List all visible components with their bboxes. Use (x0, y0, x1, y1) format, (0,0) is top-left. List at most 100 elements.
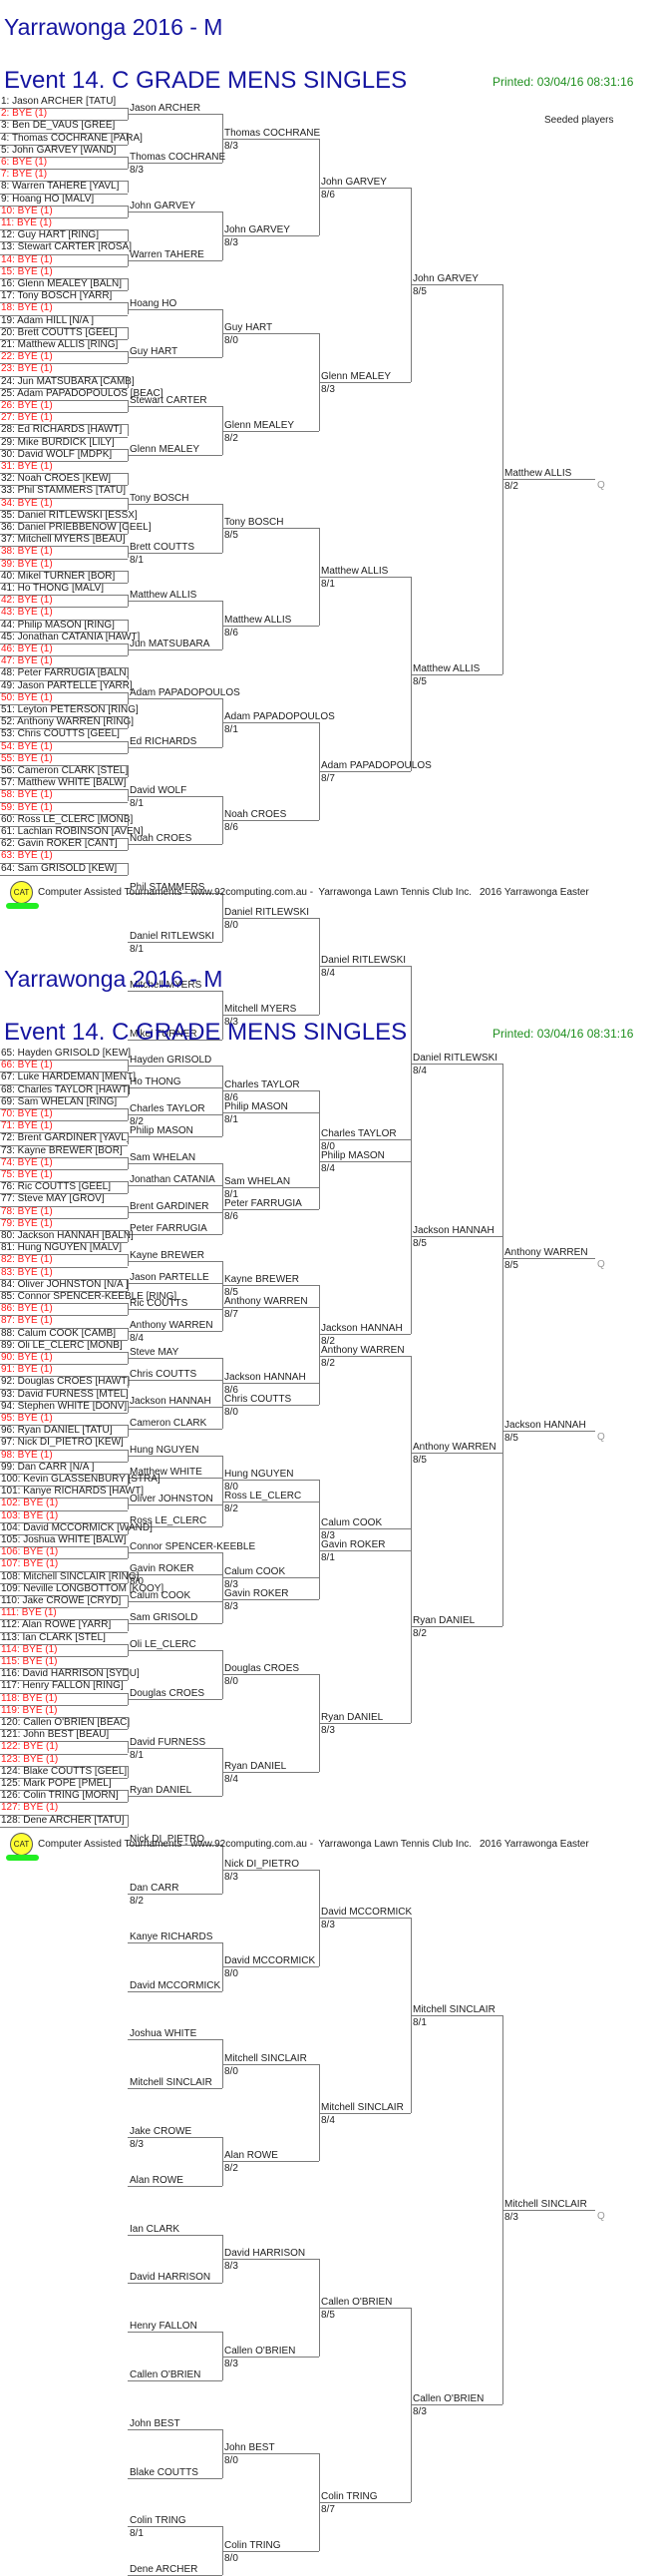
bracket-line (0, 1072, 128, 1073)
match-score: 8/1 (130, 2528, 144, 2539)
bracket-line (0, 1084, 128, 1085)
bracket-line (319, 1356, 411, 1357)
bracket-line (222, 1405, 319, 1406)
draw-entry: 8: Warren TAHERE [YAVL] (1, 181, 120, 193)
match-winner: Mikel TURNER (130, 1029, 197, 1040)
draw-entry: 29: Mike BURDICK [LILY] (1, 436, 115, 448)
bracket-line (0, 498, 128, 499)
bracket-line (222, 1015, 319, 1016)
bracket-line (0, 1352, 128, 1353)
bracket-line (0, 1534, 128, 1535)
draw-entry: 109: Neville LONGBOTTOM [KOOY] (1, 1582, 165, 1594)
match-winner: John GARVEY (413, 273, 479, 284)
draw-entry: 121: John BEST [BEAU] (1, 1729, 110, 1741)
draw-entry: 44: Philip MASON [RING] (1, 619, 115, 631)
draw-entry: 51: Leyton PETERSON [RING] (1, 704, 139, 715)
draw-entry: 94: Stephen WHITE [DONV] (1, 1400, 128, 1412)
draw-entry: 117: Henry FALLON [RING] (1, 1680, 124, 1692)
bracket-line (0, 1242, 128, 1243)
draw-entry: 96: Ryan DANIEL [TATU] (1, 1425, 113, 1437)
draw-entry: 68: Charles TAYLOR [HAWT] (1, 1083, 131, 1095)
match-winner: Anthony WARREN (504, 1247, 588, 1258)
bracket-line (0, 1498, 128, 1499)
bracket-line (0, 485, 128, 486)
draw-entry: 76: Ric COUTTS [GEEL] (1, 1181, 112, 1193)
bracket-line (128, 1526, 222, 1527)
match-winner: Ric COUTTS (130, 1298, 188, 1309)
bracket-line (0, 692, 128, 693)
draw-entry: 26: BYE (1) (1, 400, 53, 411)
bracket-line (411, 1064, 502, 1065)
match-winner: Daniel RITLEWSKI (224, 907, 310, 918)
tournament-title: Yarrawonga 2016 - M (4, 14, 223, 40)
bracket-line (0, 412, 128, 413)
bracket-line (0, 424, 128, 425)
bracket-line (0, 376, 128, 377)
match-winner: Steve MAY (130, 1347, 179, 1358)
bracket-line (0, 1254, 128, 1255)
match-winner: Tony BOSCH (130, 493, 189, 504)
bracket-line (0, 1486, 128, 1487)
draw-entry: 31: BYE (1) (1, 461, 53, 472)
match-score: 8/0 (224, 2553, 238, 2564)
draw-entry: 89: Oli LE_CLERC [MONB] (1, 1339, 123, 1351)
bracket-line (0, 302, 128, 303)
match-winner: David HARRISON (130, 2272, 211, 2283)
draw-entry: 1: Jason ARCHER [TATU] (1, 96, 117, 107)
draw-entry: 12: Guy HART [RING] (1, 229, 99, 241)
bracket-line (0, 1595, 128, 1596)
bracket-line (128, 1136, 222, 1137)
draw-entry: 2: BYE (1) (1, 108, 48, 120)
match-winner: Peter FARRUGIA (224, 1198, 302, 1209)
match-score: 8/3 (321, 384, 335, 395)
bracket-line (128, 406, 222, 407)
match-score: 8/5 (321, 2310, 335, 2321)
match-winner: Douglas CROES (130, 1688, 205, 1699)
match-winner: Joshua WHITE (130, 2028, 197, 2039)
match-winner: Sam WHELAN (130, 1152, 196, 1163)
draw-entry: 47: BYE (1) (1, 655, 53, 667)
bracket-line (128, 278, 129, 290)
bracket-line (128, 2186, 222, 2187)
bracket-line (128, 2088, 222, 2089)
cat-logo-base (6, 1855, 39, 1861)
bracket-line (0, 290, 128, 291)
match-winner: Gavin ROKER (224, 1588, 289, 1599)
match-score: 8/2 (321, 1358, 335, 1369)
bracket-line (128, 1456, 222, 1457)
match-winner: David MCCORMICK (321, 1907, 413, 1918)
draw-entry: 123: BYE (1) (1, 1753, 59, 1765)
bracket-line (128, 1132, 129, 1144)
bracket-line (0, 1522, 128, 1523)
match-winner: Matthew ALLIS (413, 663, 481, 674)
bracket-line (128, 796, 222, 797)
bracket-line (0, 339, 128, 340)
draw-entry: 54: BYE (1) (1, 740, 53, 752)
cat-logo: CAT (10, 1833, 33, 1856)
match-winner: Mitchell MYERS (130, 980, 202, 991)
bracket-line (0, 437, 128, 438)
bracket-line (0, 278, 128, 279)
match-winner: Matthew WHITE (130, 1467, 202, 1478)
bracket-line (222, 1285, 319, 1286)
qualifier-mark: Q (597, 2211, 605, 2222)
bracket-line (128, 1991, 222, 1992)
bracket-line (502, 2210, 595, 2211)
bracket-line (0, 1510, 128, 1511)
draw-entry: 6: BYE (1) (1, 157, 48, 168)
draw-entry: 57: Matthew WHITE [BALW] (1, 777, 127, 789)
bracket-line (0, 241, 128, 242)
bracket-line (128, 1574, 222, 1575)
printed-timestamp: Printed: 03/04/16 08:31:16 (493, 1027, 634, 1041)
bracket-line (502, 1431, 595, 1432)
draw-entry: 14: BYE (1) (1, 253, 53, 265)
bracket-line (0, 1644, 128, 1645)
draw-entry: 108: Mitchell SINCLAIR [RING] (1, 1570, 140, 1582)
bracket-line (0, 1474, 128, 1475)
bracket-line (0, 120, 128, 121)
bracket-line (0, 400, 128, 401)
draw-entry: 23: BYE (1) (1, 363, 53, 375)
bracket-line (319, 1139, 411, 1140)
